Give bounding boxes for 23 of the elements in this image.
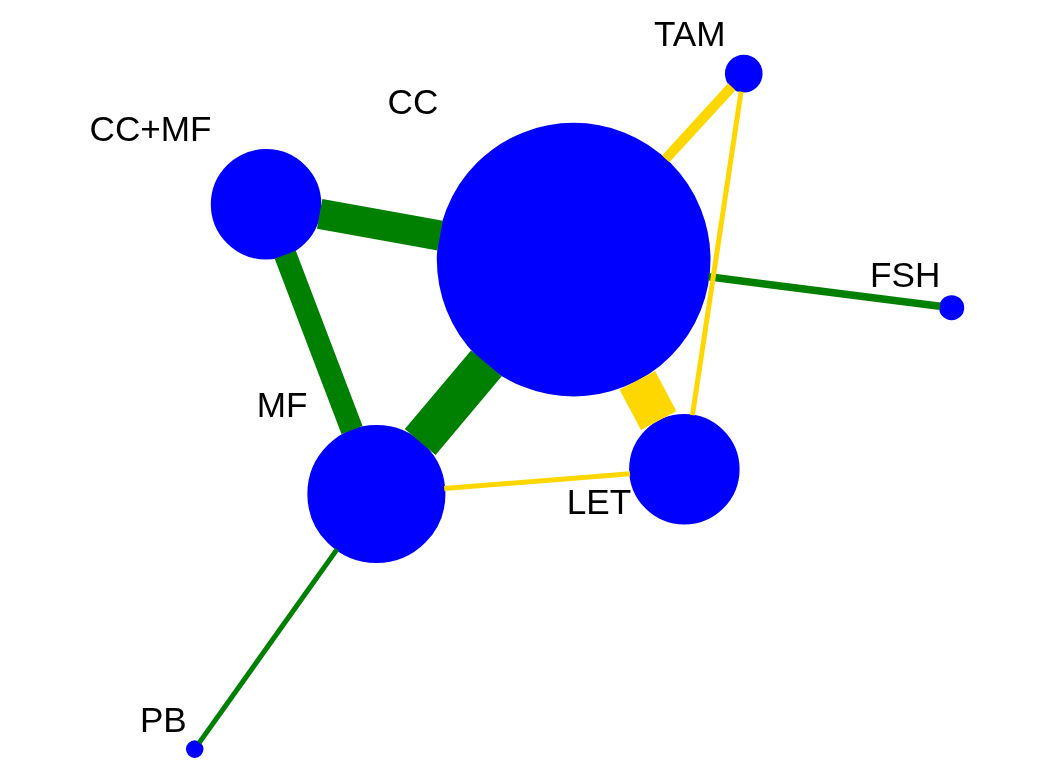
node-circle [629,414,740,525]
node-circle [939,295,965,321]
connector [619,370,677,431]
connector [690,91,744,416]
node-circle [307,425,446,564]
connector [662,83,736,163]
connector [404,350,502,455]
node-label: CC [387,82,439,122]
node-circle [210,149,322,260]
connector [443,471,631,492]
node-label: MF [256,384,308,424]
node-circle [436,122,711,397]
connector [274,250,363,434]
connector [708,273,941,310]
node-label: LET [566,481,632,521]
node-circle [185,740,204,758]
node-label: CC+MF [89,108,212,148]
node-label: FSH [870,254,941,294]
node-label: TAM [654,14,726,54]
node-circle [724,54,763,93]
node-label: PB [139,700,187,740]
connector [316,199,443,251]
connector [197,547,340,745]
